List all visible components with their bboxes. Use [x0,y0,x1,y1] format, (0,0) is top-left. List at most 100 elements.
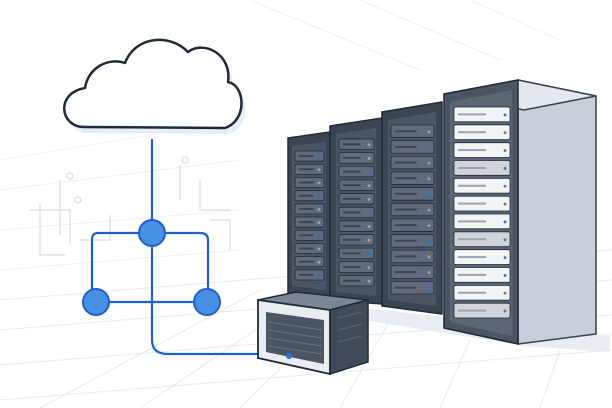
server-unit-slot [343,252,361,255]
server-led [317,168,321,172]
server-led [503,309,507,313]
server-unit-slot [395,177,417,180]
server-led [317,208,321,211]
appliance-status-light [286,353,292,359]
server-unit-slot [458,273,486,276]
server-led [427,208,431,212]
server-unit-slot [395,145,417,148]
server-led [503,202,507,206]
server-unit-slot [343,156,361,159]
server-led [503,220,507,224]
server-unit-slot [299,247,314,250]
server-unit-slot [343,143,361,146]
server-unit-slot [395,130,417,133]
server-led [317,247,321,251]
server-unit-slot [299,194,314,197]
network-node-left [82,288,110,316]
server-unit-slot [458,238,486,241]
server-unit-slot [395,255,417,258]
server-led [427,271,431,274]
server-unit-slot [343,225,361,228]
server-led [367,266,371,269]
server-led [427,224,431,228]
rack-side-panel [517,79,597,345]
server-led [367,184,371,188]
server-unit-slot [343,197,361,200]
server-unit-slot [343,184,361,187]
server-unit-slot [395,192,417,195]
server-led [317,221,321,225]
server-led [367,143,371,147]
server-units [294,106,511,319]
server-unit-slot [299,260,314,263]
server-led [317,194,321,198]
server-unit-slot [395,286,417,289]
server-led [503,238,507,242]
server-led [427,239,431,243]
server-unit-slot [458,149,486,152]
server-led [367,197,371,201]
server-unit-slot [299,221,314,224]
server-unit-slot [299,273,314,276]
server-led [367,238,371,242]
server-led [427,255,431,259]
network-links [90,138,260,356]
cloud-icon [63,38,243,130]
server-unit-slot [299,168,314,171]
server-unit-slot [395,224,417,227]
server-unit-slot [458,113,486,116]
server-led [427,146,431,149]
server-led [503,184,507,188]
server-led [367,225,371,229]
server-led [317,234,321,238]
server-unit-slot [395,161,417,164]
server-led [367,211,371,215]
server-unit-slot [458,291,486,294]
server-unit-slot [299,207,314,210]
server-led [503,256,507,259]
server-led [427,192,431,196]
server-unit-slot [299,234,314,237]
server-unit-slot [343,279,361,282]
server-unit-slot [458,256,486,259]
network-node-right [193,288,221,316]
server-unit-slot [395,271,417,274]
server-led [367,157,371,160]
server-unit-slot [395,239,417,242]
server-led [427,161,431,165]
network-appliance [257,291,369,376]
server-unit-slot [343,238,361,241]
server-led [503,274,507,277]
server-led [317,260,321,264]
server-unit-slot [458,131,486,134]
server-led [503,149,507,152]
server-led [427,130,431,134]
server-led [427,177,431,181]
server-led [317,155,321,159]
server-led [503,113,507,117]
server-unit-slot [343,211,361,214]
server-unit-slot [299,181,314,184]
server-led [367,170,371,174]
server-led [317,274,321,277]
server-unit-slot [458,166,486,169]
server-unit-slot [458,309,486,312]
server-unit-slot [458,220,486,223]
server-unit-slot [395,208,417,211]
circuit-traces [30,156,231,256]
server-led [367,279,371,283]
server-led [427,286,431,290]
server-led [367,252,371,256]
network-node-top [138,219,166,247]
server-led [317,181,321,185]
network-topology [82,219,221,316]
server-unit-slot [458,184,486,187]
server-unit-slot [458,202,486,205]
server-unit-slot [343,266,361,269]
server-led [503,167,507,170]
server-unit-slot [299,155,314,158]
server-led [503,291,507,295]
server-led [503,131,507,135]
server-unit-slot [343,170,361,173]
